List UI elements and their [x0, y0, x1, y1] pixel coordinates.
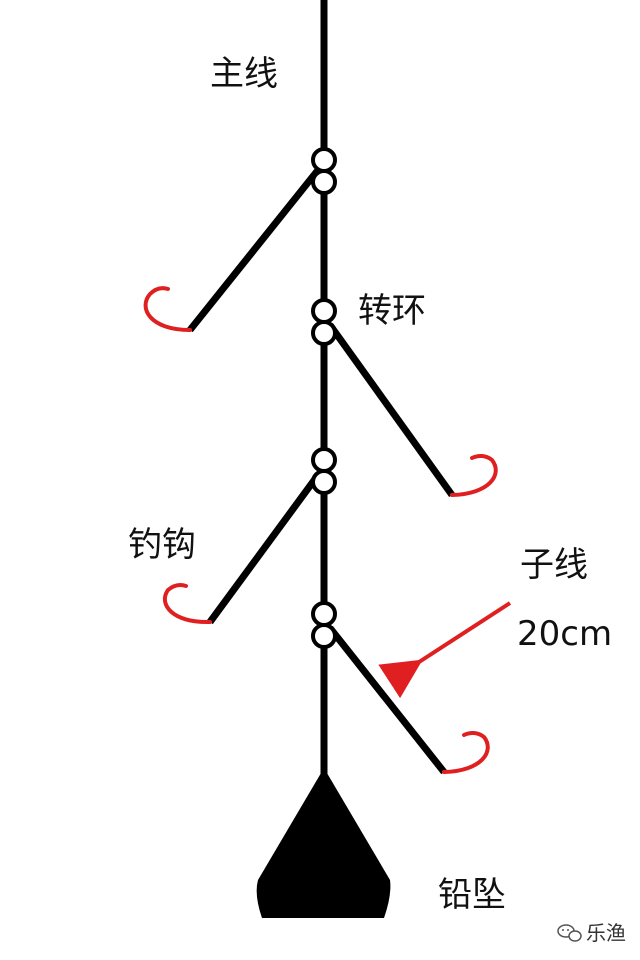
swivel-2 — [311, 298, 337, 346]
hook-label: 钓钩 — [128, 525, 196, 565]
branch-line-2 — [327, 322, 455, 498]
branch-line-1 — [187, 167, 321, 333]
branch-line-arrow — [378, 601, 512, 699]
hook-2 — [450, 453, 498, 497]
hook-4 — [442, 730, 490, 774]
swivel-1 — [311, 147, 337, 195]
hook-1 — [143, 286, 192, 332]
branch-line-4 — [327, 625, 447, 775]
branch-length-label: 20cm — [517, 614, 612, 654]
sinker-weight — [256, 768, 391, 918]
watermark-text: 乐渔 — [586, 921, 626, 945]
swivel-4 — [311, 601, 337, 649]
sinker-label: 铅坠 — [438, 875, 506, 915]
main-line-label: 主线 — [210, 54, 278, 94]
swivel-label: 转环 — [358, 291, 426, 331]
watermark: 乐渔 — [557, 921, 626, 945]
branch-line-label: 子线 — [520, 545, 588, 585]
swivel-3 — [311, 447, 337, 495]
chat-bubbles-icon — [557, 924, 582, 942]
hook-3 — [162, 583, 212, 625]
branch-line-3 — [207, 472, 321, 625]
